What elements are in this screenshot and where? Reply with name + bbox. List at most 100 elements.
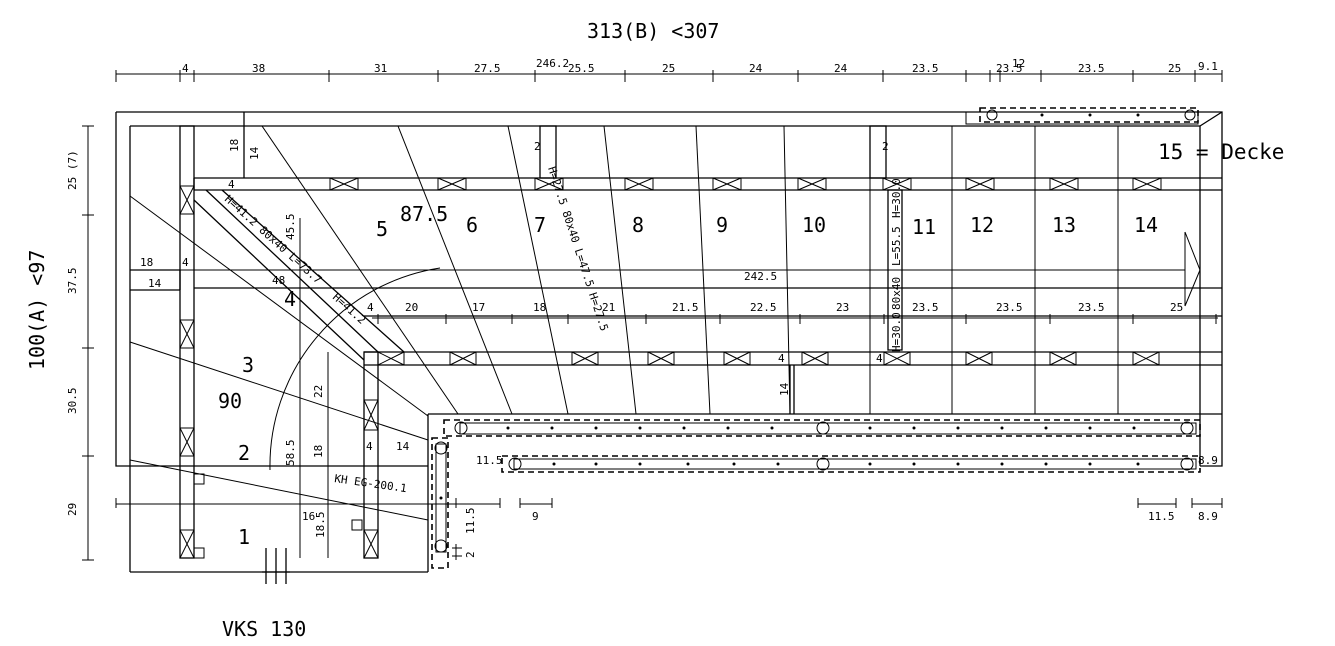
dim-4b: 4 — [182, 256, 189, 269]
beam-label-post4: H=30.0 — [890, 312, 903, 352]
dim-14d: 14 — [778, 382, 791, 396]
dim-185: 18.5 — [314, 512, 327, 539]
mid-lines: 242.5 — [130, 231, 1222, 317]
mid-dim-6: 22.5 — [750, 301, 777, 314]
step-3: 3 — [242, 353, 254, 377]
dim-48: 48 — [272, 274, 285, 287]
left-dimension-line: 25 (7) 37.5 30.5 29 — [66, 125, 94, 561]
mid-dim-7: 23 — [836, 301, 849, 314]
top-dim-8: 24 — [834, 62, 848, 75]
mid-dim-0: 4 — [367, 301, 374, 314]
left-dim-2: 30.5 — [66, 388, 79, 415]
beam-label-kh: KH EG-200.1 — [334, 472, 408, 495]
dim-115b: 11.5 — [1148, 510, 1175, 523]
step-8: 8 — [632, 213, 644, 237]
step-11: 11 — [912, 215, 936, 239]
dim-89a: 8.9 — [1198, 454, 1218, 467]
step-7: 7 — [534, 213, 546, 237]
left-label: 100(A) <97 — [25, 250, 49, 370]
dim-455: 45.5 — [284, 214, 297, 241]
top-dim-12: 23.5 — [1078, 62, 1105, 75]
beam-label-diag1: H=41.2 80x40 L=73.7 — [222, 193, 324, 287]
posts — [539, 125, 903, 414]
mid-dimension-line: 4 20 17 18 21 21.5 22.5 23 23.5 23.5 23.… — [367, 301, 1218, 324]
mid-dim-1: 20 — [405, 301, 418, 314]
upper-beam — [193, 177, 1222, 191]
left-dim-3: 29 — [66, 503, 79, 516]
step-numbers: 1 2 3 4 5 6 7 8 9 10 11 12 13 14 90 87.5 — [218, 202, 1158, 549]
top-dim-5: 25.5 — [568, 62, 595, 75]
diagonal-stringer — [193, 189, 405, 361]
left-stringer — [179, 125, 205, 559]
bolt-strip-top — [965, 107, 1199, 125]
top-dim-11: 12 — [1012, 57, 1025, 70]
dim-2a: 2 — [464, 551, 477, 558]
step-10: 10 — [802, 213, 826, 237]
top-dim-14: 9.1 — [1198, 60, 1218, 73]
walk-line-arc — [269, 267, 441, 471]
dim-14b: 14 — [148, 277, 162, 290]
mid-dim-5: 21.5 — [672, 301, 699, 314]
beam-label-post3: 80x40 — [890, 277, 903, 310]
vks-pipe — [262, 548, 290, 584]
step-4: 4 — [284, 287, 296, 311]
mid-dim-8: 23.5 — [912, 301, 939, 314]
top-dim-0: 4 — [182, 62, 189, 75]
dim-2b: 2 — [534, 140, 541, 153]
bolt-strip-vertical — [431, 437, 449, 569]
upper-beam-crosses — [329, 177, 1162, 191]
dim-4c: 4 — [366, 440, 373, 453]
top-dim-3: 27.5 — [474, 62, 501, 75]
stair-outline — [115, 111, 1223, 573]
dim-18a: 18 — [228, 139, 241, 152]
step-2: 2 — [238, 441, 250, 465]
decke-label: 15 = Decke — [1158, 140, 1284, 164]
dim-16: 16 — [302, 510, 315, 523]
mid-dim-4: 21 — [602, 301, 615, 314]
dim-2c: 2 — [882, 140, 889, 153]
angle-90: 90 — [218, 389, 242, 413]
top-dim-9: 23.5 — [912, 62, 939, 75]
beam-label-post2: L=55.5 — [890, 226, 903, 266]
dim-18b: 18 — [140, 256, 153, 269]
step-14: 14 — [1134, 213, 1158, 237]
bottom-label: VKS 130 — [222, 617, 306, 641]
dim-4e: 4 — [876, 352, 883, 365]
title-label: 313(B) <307 — [587, 19, 719, 43]
left-dim-0: 25 (7) — [66, 150, 79, 190]
bottom-dimensions — [115, 498, 1223, 560]
step-6: 6 — [466, 213, 478, 237]
step-1: 1 — [238, 525, 250, 549]
mid-dim-10: 23.5 — [1078, 301, 1105, 314]
mid-dim-2: 17 — [472, 301, 485, 314]
top-dim-4: 246.2 — [536, 57, 569, 70]
top-dim-2: 31 — [374, 62, 387, 75]
mid-dim-11: 25 — [1170, 301, 1183, 314]
step-9: 9 — [716, 213, 728, 237]
top-dim-10: 23.5 — [996, 62, 1023, 75]
left-dim-1: 37.5 — [66, 268, 79, 295]
dim-22: 22 — [312, 385, 325, 398]
angle-875: 87.5 — [400, 202, 448, 226]
step-5: 5 — [376, 217, 388, 241]
top-dim-13: 25 — [1168, 62, 1181, 75]
beam-label-diag2: H=41.2 — [330, 291, 368, 327]
mid-dim-9: 23.5 — [996, 301, 1023, 314]
dim-115c: 11.5 — [464, 508, 477, 535]
lower-beam-crosses — [377, 351, 1160, 366]
dim-585: 58.5 — [284, 440, 297, 467]
dim-89b: 8.9 — [1198, 510, 1218, 523]
dim-9: 9 — [532, 510, 539, 523]
lower-beam — [364, 351, 1222, 366]
dim-14c: 14 — [396, 440, 410, 453]
top-dim-7: 24 — [749, 62, 763, 75]
dim-4d: 4 — [778, 352, 785, 365]
top-dim-6: 25 — [662, 62, 675, 75]
top-dim-1: 38 — [252, 62, 265, 75]
beam-label-post1: H=30.0 — [890, 178, 903, 218]
bolt-strip-lower — [501, 455, 1201, 473]
step-13: 13 — [1052, 213, 1076, 237]
step-lines — [129, 125, 1119, 521]
mid-dim-3: 18 — [533, 301, 546, 314]
